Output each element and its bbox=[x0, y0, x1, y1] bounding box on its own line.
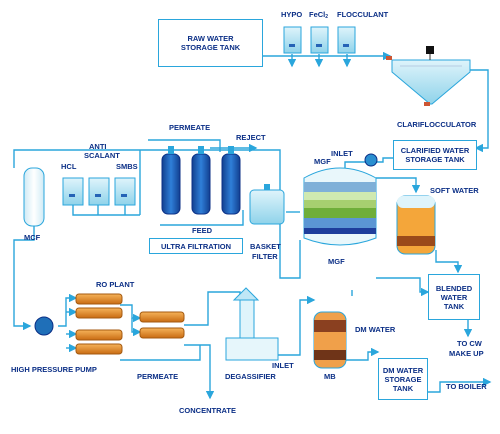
ultra-filtration-modules bbox=[161, 146, 241, 215]
basket-label-2: FILTER bbox=[252, 252, 278, 261]
dm-storage-box: DM WATER STORAGE TANK bbox=[378, 358, 428, 400]
to-cw-label-1: TO CW bbox=[457, 339, 482, 348]
raw-water-label-1: RAW WATER bbox=[187, 34, 234, 43]
hcl-label: HCL bbox=[61, 162, 77, 171]
clarifloccator-label: CLARIFLOCCULATOR bbox=[397, 120, 477, 129]
soft-water-tank bbox=[396, 195, 436, 255]
ro-plant bbox=[75, 293, 185, 355]
raw-water-storage-box: RAW WATER STORAGE TANK bbox=[158, 19, 263, 67]
mgf-short-label: MGF bbox=[314, 157, 331, 166]
blended-label-1: BLENDED bbox=[435, 283, 473, 293]
concentrate-label: CONCENTRATE bbox=[179, 406, 236, 415]
ultra-filtration-label: ULTRA FILTRATION bbox=[160, 241, 232, 251]
dosing-tanks-top bbox=[283, 26, 356, 54]
to-cw-label-2: MAKE UP bbox=[449, 349, 484, 358]
pipe-ro-stage1-to-2 bbox=[120, 304, 142, 323]
fecl-subscript: 2 bbox=[325, 14, 329, 20]
pipe-mb-to-dm bbox=[344, 347, 380, 361]
fecl-label: FeCl2 bbox=[309, 11, 328, 20]
pipe-uf-feed bbox=[160, 210, 244, 226]
high-pressure-pump bbox=[34, 316, 54, 336]
pipe-clarifier-out bbox=[470, 69, 489, 153]
dm-water-label: DM WATER bbox=[355, 325, 396, 334]
blended-label-2: WATER bbox=[440, 292, 468, 302]
fecl-text: FeCl bbox=[309, 10, 326, 19]
soft-water-label: SOFT WATER bbox=[430, 186, 479, 195]
pipe-mgf-to-blended bbox=[376, 277, 430, 297]
mb-vessel bbox=[313, 311, 347, 369]
pipe-soft-to-blended bbox=[435, 250, 463, 274]
anti-scalant-label-1: ANTI bbox=[89, 142, 107, 151]
permeate-bottom-label: PERMEATE bbox=[137, 372, 179, 381]
reject-label: REJECT bbox=[236, 133, 266, 142]
pipe-ro-permeate bbox=[184, 291, 241, 326]
pipe-ro-concentrate bbox=[184, 344, 215, 400]
blended-label-3: TANK bbox=[443, 301, 465, 311]
mcf-label: MCF bbox=[24, 233, 41, 242]
mcf-vessel bbox=[23, 167, 45, 227]
degassifier-label: DEGASSIFIER bbox=[225, 372, 276, 381]
pipe-to-mgf bbox=[344, 157, 393, 170]
dm-storage-label-3: TANK bbox=[392, 383, 414, 393]
clarified-label-1: CLARIFIED WATER bbox=[400, 146, 470, 155]
inlet-top-label: INLET bbox=[331, 149, 353, 158]
anti-scalant-label-2: SCALANT bbox=[84, 151, 120, 160]
mb-label: MB bbox=[324, 372, 336, 381]
clarified-label-2: STORAGE TANK bbox=[405, 155, 465, 164]
permeate-top-label: PERMEATE bbox=[169, 123, 211, 132]
dosing-tanks-middle bbox=[62, 177, 136, 206]
mgf-label: MGF bbox=[328, 257, 345, 266]
pipe-dosing-hcl bbox=[72, 205, 140, 216]
smbs-label: SMBS bbox=[116, 162, 138, 171]
pipe-mgf-to-soft bbox=[376, 177, 421, 194]
basket-label-1: BASKET bbox=[250, 242, 281, 251]
ro-plant-label: RO PLANT bbox=[96, 280, 135, 289]
hypo-label: HYPO bbox=[281, 10, 303, 19]
to-boiler-label: TO BOILER bbox=[446, 382, 487, 391]
pipe-degas-to-mb bbox=[278, 295, 316, 356]
blended-water-box: BLENDED WATER TANK bbox=[428, 274, 480, 320]
high-pressure-pump-label: HIGH PRESSURE PUMP bbox=[11, 365, 97, 374]
mgf-vessel bbox=[303, 167, 377, 246]
ultra-filtration-box: ULTRA FILTRATION bbox=[149, 238, 243, 254]
flocculant-label: FLOCCULANT bbox=[337, 10, 389, 19]
raw-water-label-2: STORAGE TANK bbox=[180, 43, 241, 52]
pipe-to-boiler bbox=[426, 377, 492, 393]
inlet-bottom-label: INLET bbox=[272, 361, 294, 370]
dm-storage-label-2: STORAGE bbox=[384, 374, 422, 384]
clarified-storage-box: CLARIFIED WATER STORAGE TANK bbox=[393, 140, 477, 170]
clarifloccator-tank bbox=[386, 46, 471, 106]
basket-filter bbox=[249, 184, 285, 225]
dm-storage-label-1: DM WATER bbox=[382, 365, 424, 375]
pump-top bbox=[364, 153, 378, 167]
feed-label: FEED bbox=[192, 226, 213, 235]
degassifier bbox=[225, 287, 279, 361]
pipe-mcf-to-pump bbox=[13, 226, 35, 331]
